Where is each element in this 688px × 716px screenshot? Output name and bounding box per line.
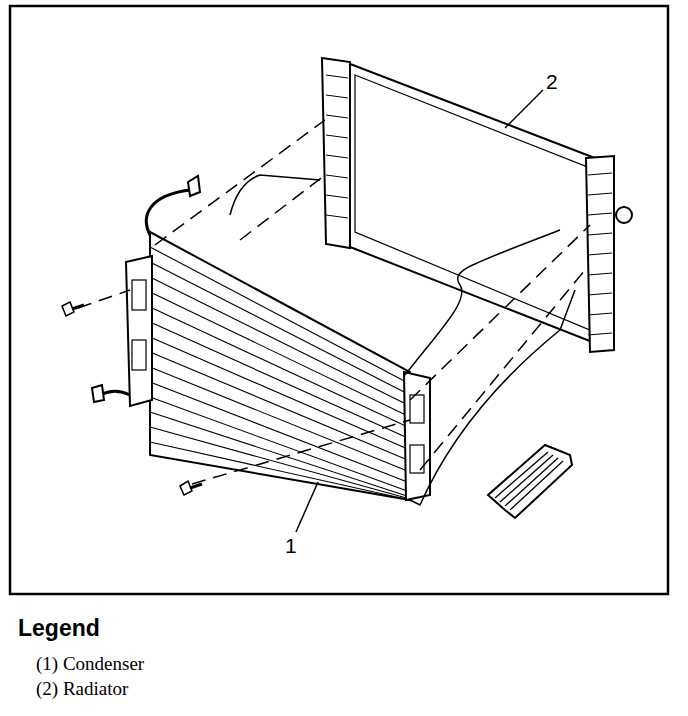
bolt-symbol [62,302,202,495]
legend-entry: (2) Radiator [36,679,128,700]
legend-entry: (1) Condenser [36,654,144,675]
radiator-drawing [322,58,632,352]
figure-frame [10,6,668,594]
callout-number: 1 [283,534,299,557]
callout-number: 2 [544,70,560,93]
front-arrow [488,445,572,518]
pipe-lines [230,175,575,505]
condenser-drawing [92,176,430,500]
legend-heading: Legend [18,616,100,641]
leader-line [296,90,543,532]
alignment-lines [78,120,590,484]
